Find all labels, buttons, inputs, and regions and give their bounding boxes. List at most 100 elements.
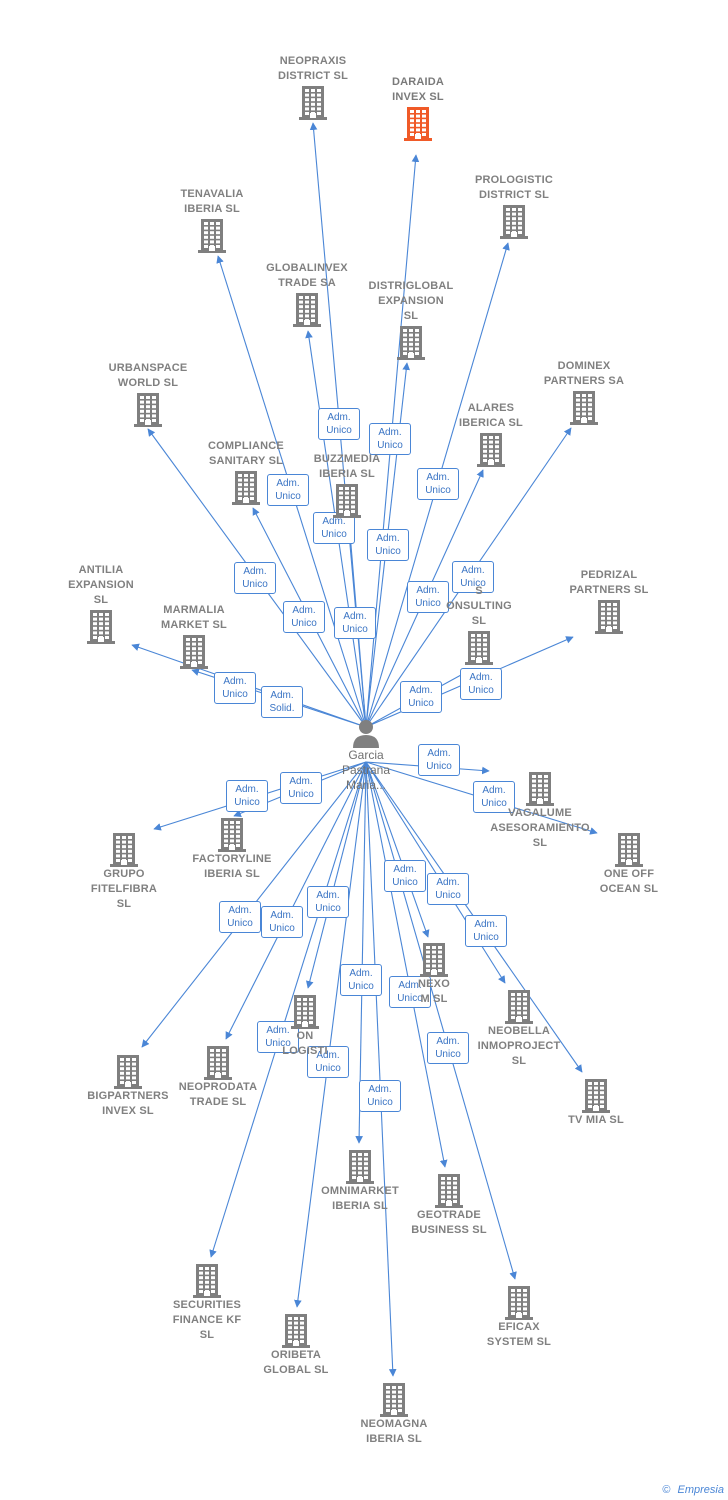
role-badge-neopraxis[interactable]: Adm. Unico [318,408,360,440]
company-label: NEXO M SL [418,978,450,1005]
company-node-consulting[interactable]: S ONSULTING SL [419,584,539,665]
company-label: FACTORYLINE IBERIA SL [192,853,272,880]
company-node-geotrade[interactable]: GEOTRADE BUSINESS SL [389,1172,509,1238]
footer-brand: © Empresia [662,1484,724,1496]
company-label: DISTRIGLOBAL EXPANSION SL [368,280,454,322]
role-badge-bigpartners[interactable]: Adm. Unico [219,901,261,933]
building-icon [346,1150,374,1184]
role-badge-distriglobal[interactable]: Adm. Unico [367,529,409,561]
company-label: NEOPRAXIS DISTRICT SL [277,55,349,82]
company-label: BUZZMEDIA IBERIA SL [313,453,381,480]
edge-logisti [305,761,367,989]
company-label: NEOMAGNA IBERIA SL [360,1418,428,1445]
role-badge-antilia[interactable]: Adm. Unico [214,672,256,704]
company-node-alares[interactable]: ALARES IBERICA SL [431,401,551,467]
company-label: VAGALUME ASESORAMIENTO SL [490,807,590,849]
building-icon [380,1383,408,1417]
role-badge-daraida[interactable]: Adm. Unico [369,423,411,455]
company-node-nexo[interactable]: NEXO M SL [374,941,494,1007]
role-badge-nexo[interactable]: Adm. Unico [384,860,426,892]
company-node-neopraxis[interactable]: NEOPRAXIS DISTRICT SL [253,54,373,120]
building-icon [291,995,319,1029]
edge-neoprodata [225,761,367,1040]
role-badge-dominex[interactable]: Adm. Unico [452,561,494,593]
company-node-pedrizal[interactable]: PEDRIZAL PARTNERS SL [549,568,669,634]
company-node-marmalia[interactable]: MARMALIA MARKET SL [134,603,254,669]
role-badge-prologistic[interactable]: Adm. Unico [417,468,459,500]
company-node-prologistic[interactable]: PROLOGISTIC DISTRICT SL [454,173,574,239]
company-node-factoryline[interactable]: FACTORYLINE IBERIA SL [172,816,292,882]
building-icon [505,1286,533,1320]
company-label: URBANSPACE WORLD SL [108,362,188,389]
role-badge-alares[interactable]: Adm. Unico [407,581,449,613]
company-node-grupo[interactable]: GRUPO FITELFIBRA SL [64,831,184,912]
role-badge-grupo[interactable]: Adm. Unico [226,780,268,812]
building-icon [500,205,528,239]
role-badge-neoprodata[interactable]: Adm. Unico [261,906,303,938]
building-icon [477,433,505,467]
role-badge-oneoff[interactable]: Adm. Unico [473,781,515,813]
company-label: GLOBALINVEX TRADE SA [266,262,348,289]
company-node-urbanspace[interactable]: URBANSPACE WORLD SL [88,361,208,427]
company-node-eficax[interactable]: EFICAX SYSTEM SL [459,1284,579,1350]
role-badge-urbanspace[interactable]: Adm. Unico [234,562,276,594]
company-node-buzzmedia[interactable]: BUZZMEDIA IBERIA SL [287,452,407,518]
role-badge-logisti[interactable]: Adm. Unico [307,886,349,918]
company-node-distriglobal[interactable]: DISTRIGLOBAL EXPANSION SL [351,279,471,360]
company-node-neomagna[interactable]: NEOMAGNA IBERIA SL [334,1381,454,1447]
building-icon [299,86,327,120]
company-label: COMPLIANCE SANITARY SL [208,440,284,467]
role-badge-tvmia[interactable]: Adm. Unico [465,915,507,947]
company-label: MARMALIA MARKET SL [161,604,227,631]
copyright-symbol: © [662,1484,671,1496]
company-node-antilia[interactable]: ANTILIA EXPANSION SL [41,563,161,644]
role-badge-compliance[interactable]: Adm. Unico [283,601,325,633]
role-badge-omnimarket[interactable]: Adm. Unico [340,964,382,996]
company-node-globalinvex[interactable]: GLOBALINVEX TRADE SA [247,261,367,327]
company-node-dominex[interactable]: DOMINEX PARTNERS SA [524,359,644,425]
company-node-compliance[interactable]: COMPLIANCE SANITARY SL [186,439,306,505]
company-label: PEDRIZAL PARTNERS SL [569,569,649,596]
building-icon [232,471,260,505]
building-icon [526,772,554,806]
company-node-tvmia[interactable]: TV MIA SL [536,1077,656,1128]
role-badge-eficax[interactable]: Adm. Unico [427,1032,469,1064]
company-node-tenavalia[interactable]: TENAVALIA IBERIA SL [152,187,272,253]
company-label: SECURITIES FINANCE KF SL [172,1299,242,1341]
company-node-logisti[interactable]: ON LOGISTI [245,993,365,1059]
company-label: ON LOGISTI [282,1030,328,1057]
role-badge-buzzmedia[interactable]: Adm. Unico [334,607,376,639]
role-badge-marmalia[interactable]: Adm. Solid. [261,686,303,718]
building-icon [114,1055,142,1089]
role-badge-geotrade[interactable]: Adm. Unico [389,976,431,1008]
role-badge-consulting[interactable]: Adm. Unico [400,681,442,713]
role-badge-vagalume[interactable]: Adm. Unico [418,744,460,776]
company-node-oneoff[interactable]: ONE OFF OCEAN SL [569,831,689,897]
edge-securities [209,761,367,1258]
company-node-oribeta[interactable]: ORIBETA GLOBAL SL [236,1312,356,1378]
company-label: GEOTRADE BUSINESS SL [411,1209,487,1236]
role-badge-neomagna[interactable]: Adm. Unico [359,1080,401,1112]
role-badge-neobella[interactable]: Adm. Unico [427,873,469,905]
company-label: ORIBETA GLOBAL SL [263,1349,329,1376]
building-icon [218,818,246,852]
company-node-neobella[interactable]: NEOBELLA INMOPROJECT SL [459,988,579,1069]
building-icon [193,1264,221,1298]
role-badge-oribeta[interactable]: Adm. Unico [307,1046,349,1078]
company-node-omnimarket[interactable]: OMNIMARKET IBERIA SL [300,1148,420,1214]
company-node-vagalume[interactable]: VAGALUME ASESORAMIENTO SL [480,770,600,851]
person-node[interactable]: Garcia Pastrana Maria... [321,718,411,793]
building-icon [180,635,208,669]
company-label: PROLOGISTIC DISTRICT SL [475,174,553,201]
company-label: ONE OFF OCEAN SL [599,868,659,895]
company-node-bigpartners[interactable]: BIGPARTNERS INVEX SL [68,1053,188,1119]
role-badge-factoryline[interactable]: Adm. Unico [280,772,322,804]
company-label: TV MIA SL [568,1114,624,1126]
role-badge-pedrizal[interactable]: Adm. Unico [460,668,502,700]
building-icon [615,833,643,867]
company-node-neoprodata[interactable]: NEOPRODATA TRADE SL [158,1044,278,1110]
company-node-securities[interactable]: SECURITIES FINANCE KF SL [147,1262,267,1343]
role-badge-tenavalia[interactable]: Adm. Unico [267,474,309,506]
company-node-daraida[interactable]: DARAIDA INVEX SL [358,75,478,141]
